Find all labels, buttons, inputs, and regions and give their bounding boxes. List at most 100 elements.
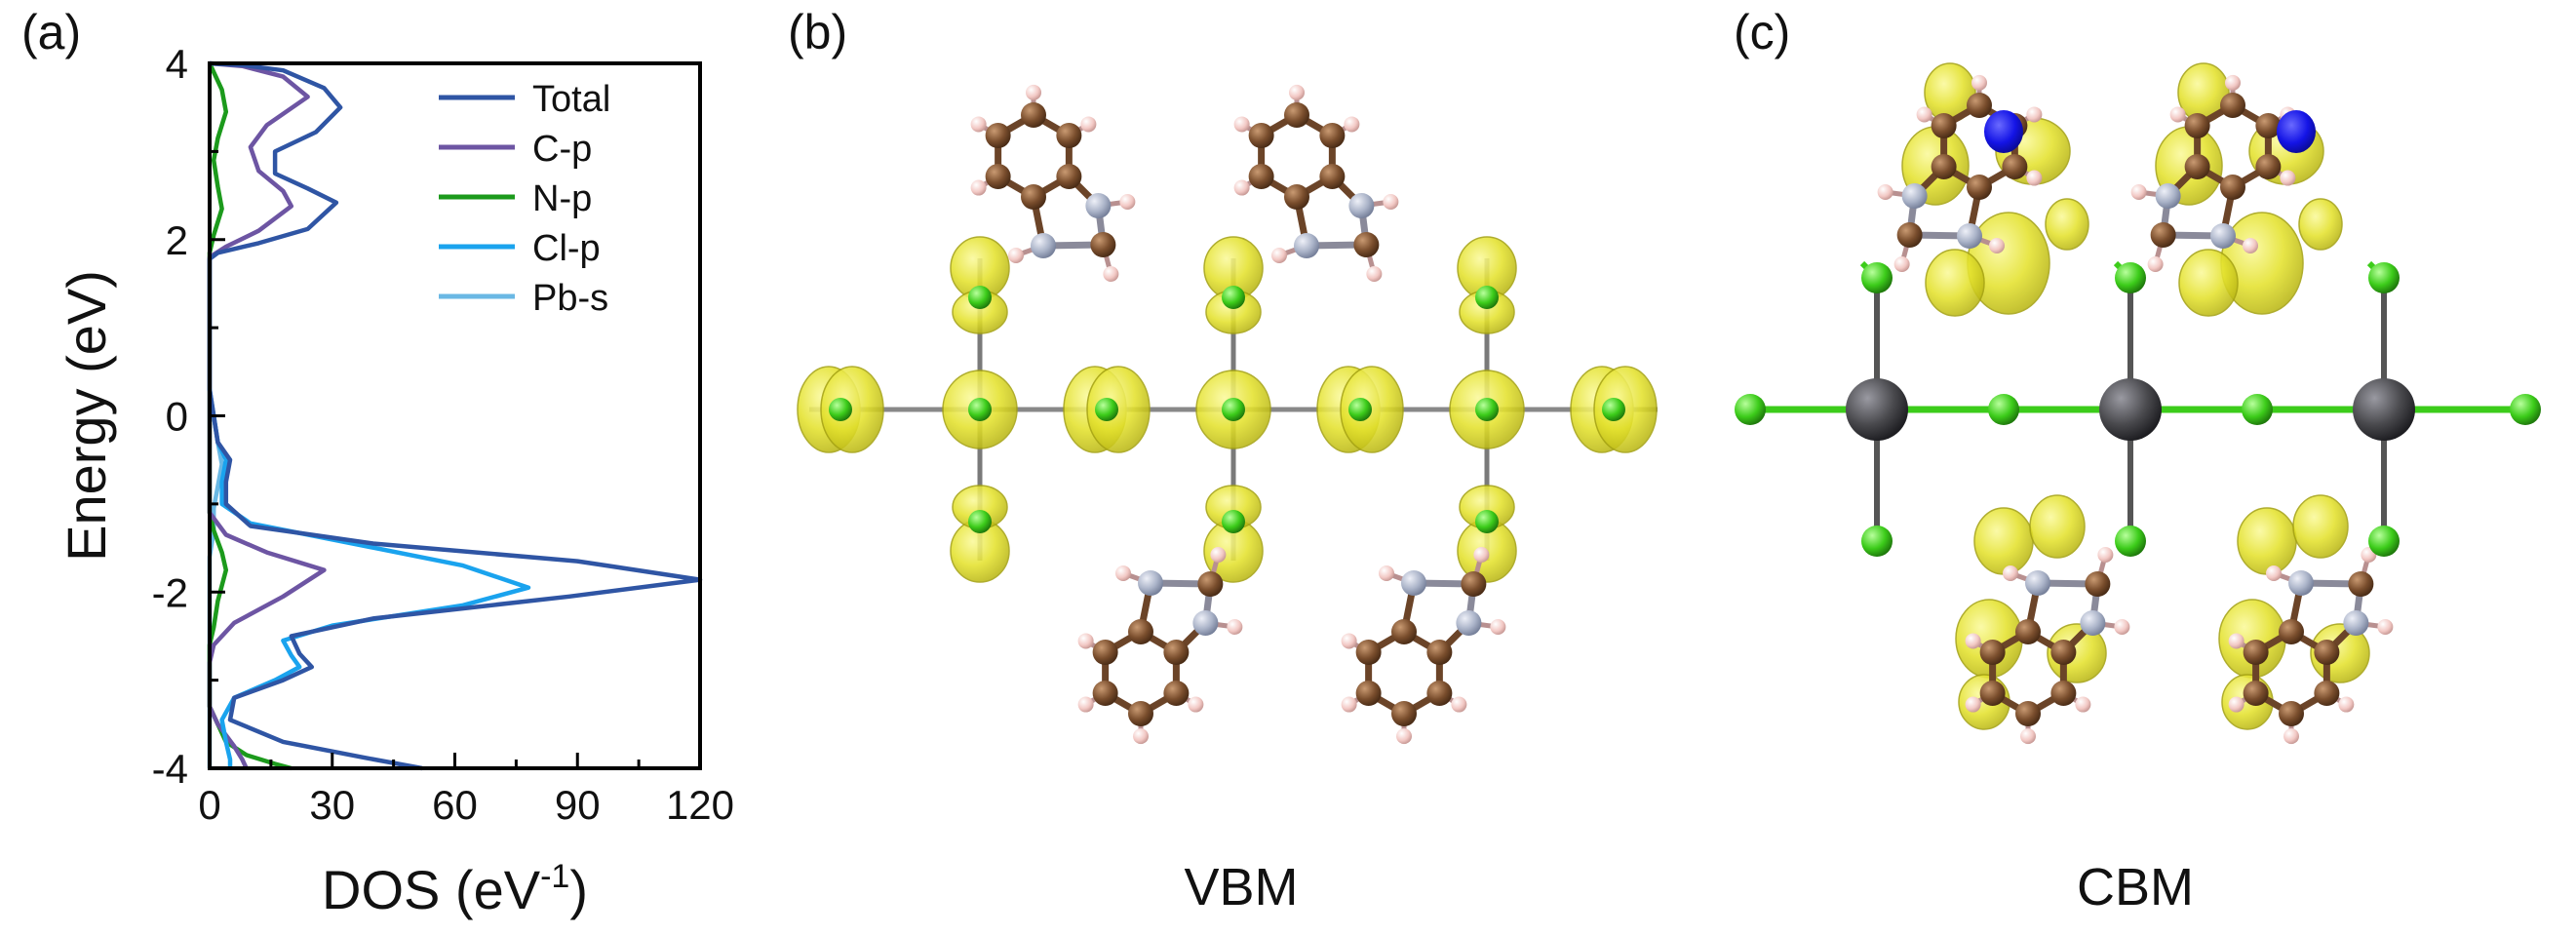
atom-c xyxy=(1319,123,1346,148)
atom-c xyxy=(1197,571,1224,597)
atom-h xyxy=(1965,633,1981,649)
atom-c xyxy=(2220,175,2245,200)
y-tick-label: -2 xyxy=(152,569,188,615)
atom-c xyxy=(1092,640,1118,665)
atom-n xyxy=(2210,223,2236,249)
atom-cl xyxy=(1348,398,1372,421)
atom-c xyxy=(1355,681,1382,706)
atom-h xyxy=(1227,619,1243,635)
atom-c xyxy=(1461,571,1487,597)
atom-h xyxy=(2283,728,2299,745)
atom-h xyxy=(2097,547,2114,563)
atom-h xyxy=(1133,728,1149,745)
atom-c xyxy=(985,123,1011,148)
atom-c xyxy=(2255,154,2282,179)
atom-n xyxy=(1401,570,1426,596)
atom-h xyxy=(1077,633,1094,649)
atom-c xyxy=(1021,184,1046,210)
atom-n xyxy=(1294,233,1319,258)
y-axis-label: Energy (eV) xyxy=(56,270,117,562)
atom-cl xyxy=(1222,510,1245,533)
atom-cl xyxy=(2242,394,2273,425)
panel-label-c: (c) xyxy=(1734,5,1790,59)
atom-c xyxy=(1353,232,1380,257)
plot-frame xyxy=(208,61,702,770)
atom-n xyxy=(2155,183,2181,209)
atom-pb xyxy=(2099,378,2162,441)
atom-h xyxy=(2020,728,2036,745)
atom-cl xyxy=(968,398,992,421)
atom-cl xyxy=(2115,526,2146,557)
atom-h xyxy=(1341,696,1357,713)
isosurface-negative xyxy=(1984,110,2023,153)
atom-c xyxy=(2184,113,2210,138)
cbm-caption: CBM xyxy=(2077,858,2194,916)
atom-h xyxy=(1965,696,1981,713)
legend-entry: Cl-p xyxy=(532,228,601,269)
atom-n xyxy=(2025,570,2050,596)
atom-h xyxy=(1344,116,1360,133)
atom-c xyxy=(1979,640,2006,665)
isosurface-positive xyxy=(2292,494,2349,559)
isosurface-positive xyxy=(1925,249,1985,317)
x-axis-label-main: DOS (eV xyxy=(322,859,541,920)
atom-h xyxy=(970,179,987,196)
atom-c xyxy=(2050,640,2077,665)
atom-c xyxy=(2314,681,2340,706)
series-line-cl-p xyxy=(207,389,531,768)
x-tick-label: 60 xyxy=(432,782,478,828)
atom-h xyxy=(2377,619,2394,635)
atom-n xyxy=(2343,610,2369,636)
atom-cl xyxy=(1861,526,1893,557)
atom-pb xyxy=(1846,378,1908,441)
atom-cl xyxy=(968,286,992,309)
atom-h xyxy=(1210,547,1227,563)
atom-n xyxy=(1957,223,1982,249)
atom-cl xyxy=(829,398,852,421)
cbm-structure xyxy=(1735,62,2541,745)
atom-h xyxy=(1080,116,1097,133)
atom-c xyxy=(2243,681,2269,706)
series-line-total xyxy=(207,60,703,771)
atom-h xyxy=(1008,248,1024,263)
atom-h xyxy=(2130,184,2147,200)
atom-h xyxy=(1989,238,2005,253)
atom-h xyxy=(1971,74,1987,91)
atom-c xyxy=(1021,102,1046,128)
atom-h xyxy=(2266,565,2282,581)
atom-c xyxy=(985,164,1011,189)
atom-c xyxy=(1967,175,1992,200)
isosurface-positive xyxy=(2237,507,2297,575)
atom-c xyxy=(2015,701,2041,726)
atom-n xyxy=(1456,610,1482,636)
atom-cl xyxy=(1735,394,1766,425)
atom-cl xyxy=(2368,262,2400,293)
legend-entry: N-p xyxy=(532,178,592,219)
atom-cl xyxy=(1222,286,1245,309)
atom-h xyxy=(2338,696,2355,713)
atom-h xyxy=(2228,696,2244,713)
isosurface-positive xyxy=(2045,198,2089,251)
legend-entry: Total xyxy=(532,79,610,120)
atom-h xyxy=(1877,184,1893,200)
atom-c xyxy=(1248,164,1274,189)
atom-c xyxy=(1967,93,1992,118)
x-tick-label: 0 xyxy=(198,782,220,828)
atom-n xyxy=(1192,610,1219,636)
atom-c xyxy=(1128,701,1153,726)
legend-entry: C-p xyxy=(532,129,592,170)
atom-n xyxy=(2288,570,2314,596)
isosurface-positive xyxy=(2029,494,2086,559)
atom-c xyxy=(2279,619,2304,644)
atom-c xyxy=(1319,164,1346,189)
atom-n xyxy=(1348,193,1375,218)
atom-n xyxy=(2080,610,2106,636)
atom-c xyxy=(2085,571,2111,597)
atom-cl xyxy=(1602,398,1625,421)
atom-c xyxy=(1426,640,1453,665)
y-tick-label: 4 xyxy=(166,41,188,87)
atom-h xyxy=(2026,170,2043,186)
atom-c xyxy=(1128,619,1153,644)
